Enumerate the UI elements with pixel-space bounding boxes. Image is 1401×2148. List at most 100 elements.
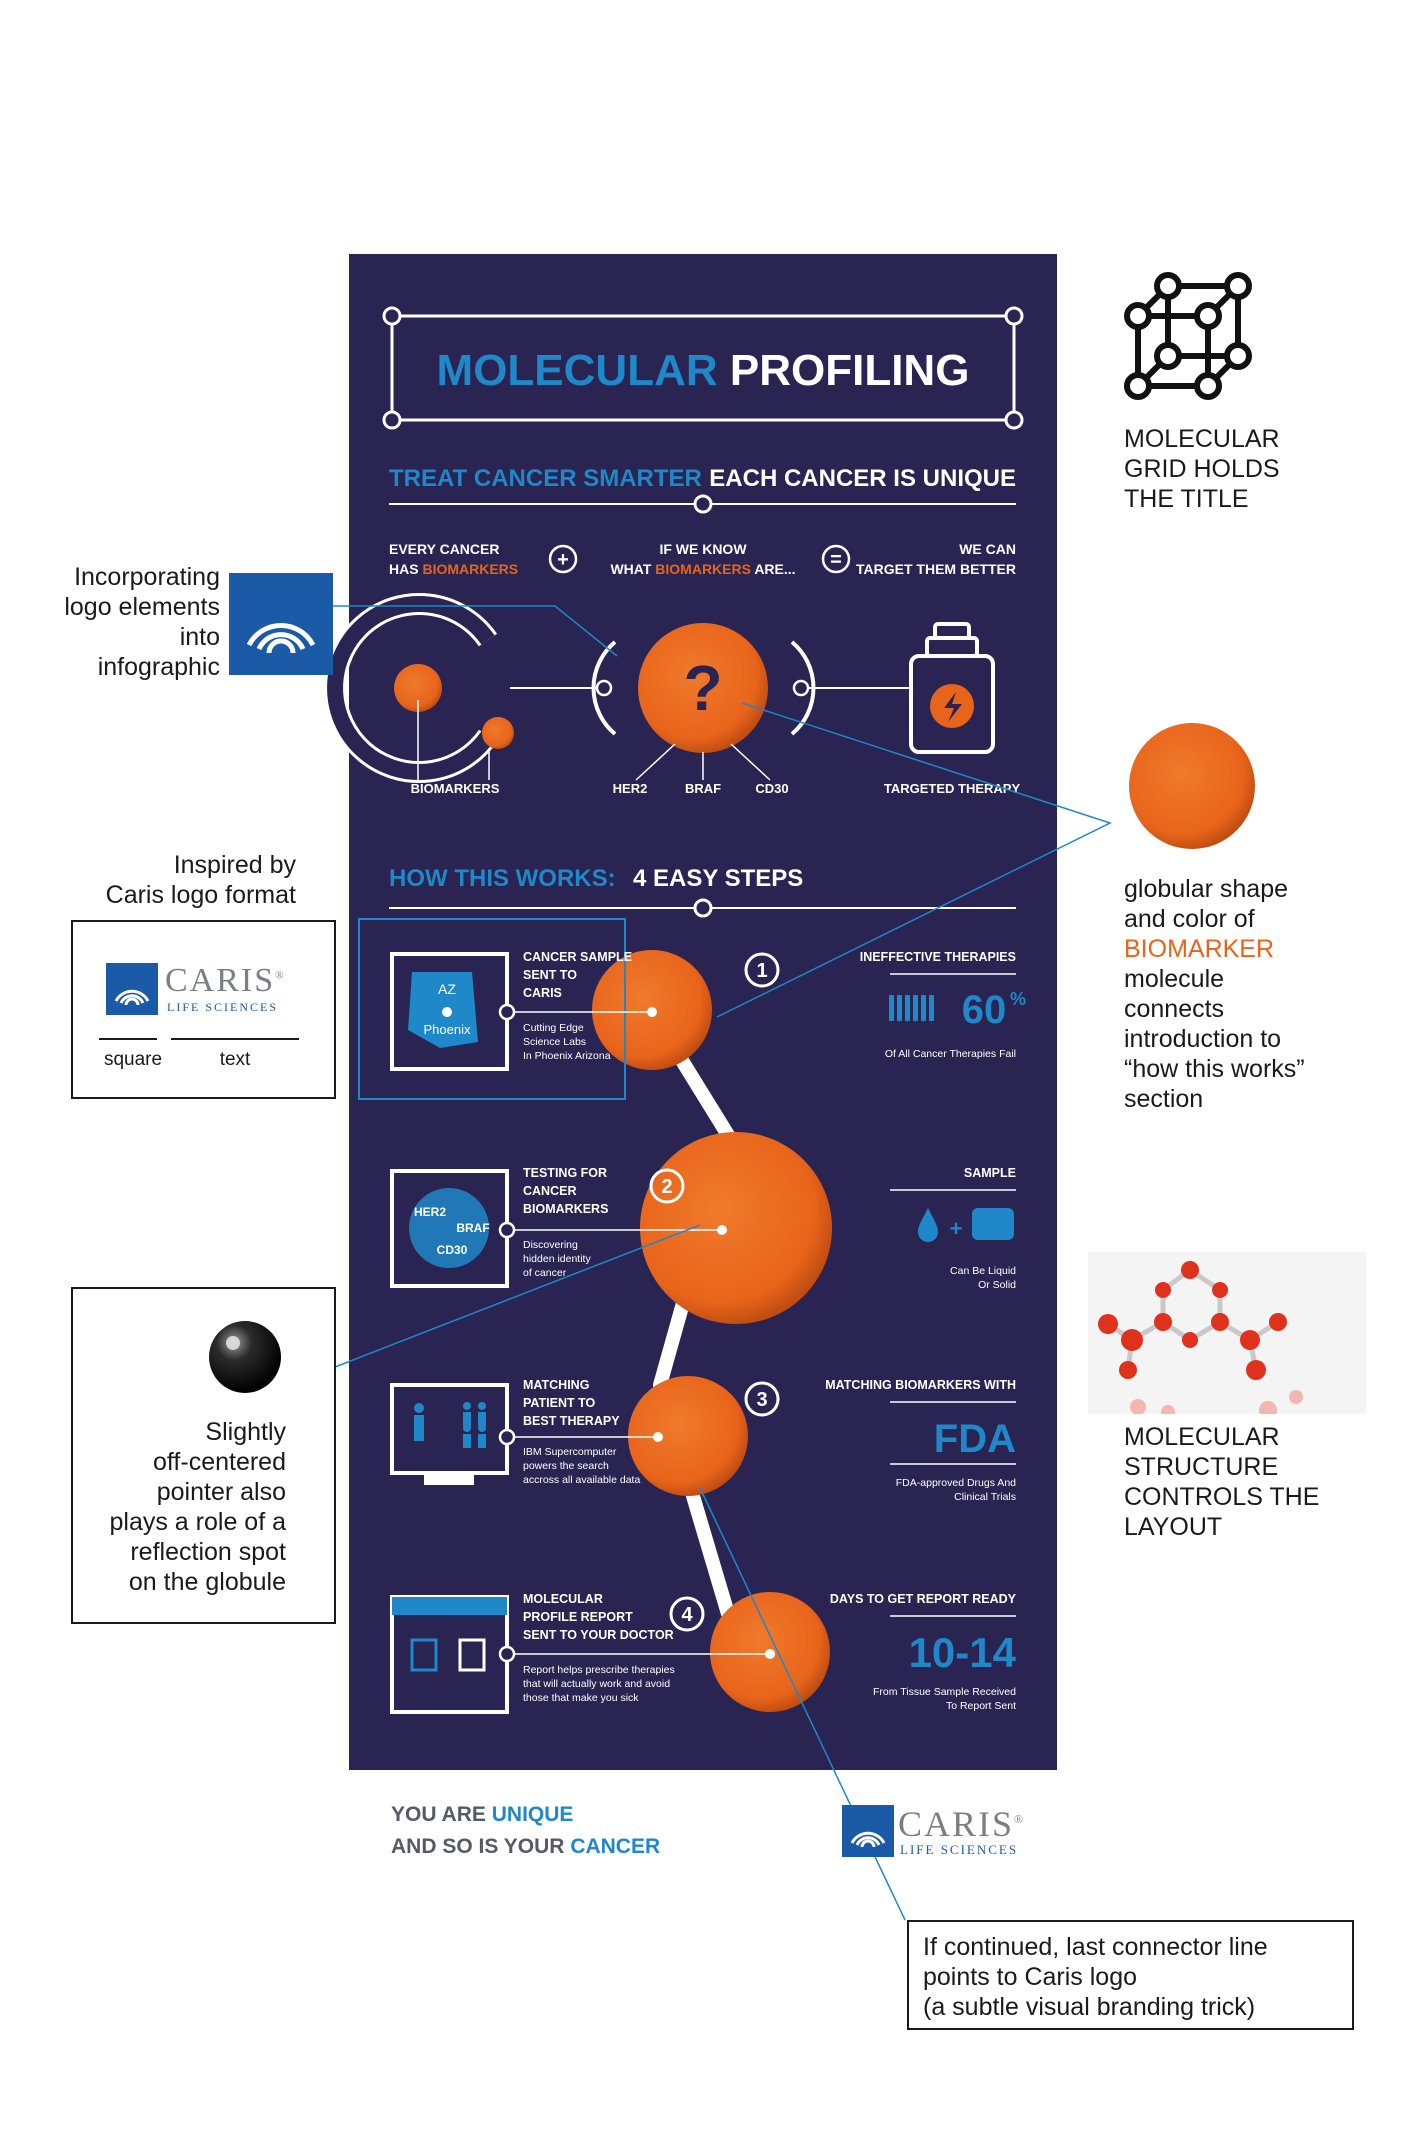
biomarkers-label: BIOMARKERS (411, 781, 500, 796)
svg-text:that will actually work and av: that will actually work and avoid (523, 1678, 670, 1690)
continued-note-box: If continued, last connector line points… (907, 1920, 1354, 2030)
svg-text:BIOMARKERS: BIOMARKERS (523, 1202, 608, 1216)
title-frame (382, 306, 1024, 430)
svg-text:hidden identity: hidden identity (523, 1253, 591, 1265)
plus-icon (548, 544, 578, 574)
note-inspired: Inspired by Caris logo format (105, 851, 296, 909)
subtitle-right: EACH CANCER IS UNIQUE (709, 465, 1016, 492)
square-label: square (103, 1049, 163, 1070)
question-mark: ? (683, 652, 722, 724)
svg-text:BEST THERAPY: BEST THERAPY (523, 1414, 620, 1428)
step1-highlight (358, 918, 626, 1100)
svg-text:From Tissue Sample Received: From Tissue Sample Received (873, 1686, 1016, 1698)
stat-fda: FDA (934, 1417, 1016, 1461)
eq-mid-2: WHAT BIOMARKERS ARE... (610, 561, 795, 577)
svg-text:2: 2 (661, 1176, 672, 1198)
caris-wordmark: CARIS® (898, 1804, 1026, 1844)
caris-sub: LIFE SCIENCES (900, 1842, 1019, 1857)
svg-text:CD30: CD30 (437, 1243, 468, 1257)
svg-text:+: + (950, 1216, 963, 1241)
svg-text:Phoenix: Phoenix (424, 1022, 471, 1037)
targeted-label: TARGETED THERAPY (884, 781, 1021, 796)
svg-text:Can Be Liquid: Can Be Liquid (950, 1265, 1016, 1277)
svg-text:Discovering: Discovering (523, 1239, 578, 1251)
svg-text:CARIS: CARIS (523, 986, 562, 1000)
eq-right-2: TARGET THEM BETTER (856, 561, 1016, 577)
note-grid: MOLECULAR GRID HOLDS THE TITLE (1124, 425, 1280, 513)
caris-wordmark: CARIS® (165, 962, 286, 999)
eq-left-1: EVERY CANCER (389, 541, 499, 557)
caris-logo-square (842, 1805, 894, 1857)
svg-text:MOLECULAR: MOLECULAR (523, 1592, 603, 1606)
chip-icon (409, 1188, 489, 1268)
svg-text:Or Solid: Or Solid (978, 1279, 1016, 1291)
stat-days: 10-14 (909, 1629, 1017, 1676)
svg-text:HER2: HER2 (613, 781, 648, 796)
svg-text:Report helps prescribe therapi: Report helps prescribe therapies (523, 1664, 675, 1676)
svg-text:SAMPLE: SAMPLE (964, 1166, 1016, 1180)
svg-text:CANCER SAMPLE: CANCER SAMPLE (523, 950, 632, 964)
svg-text:SENT TO: SENT TO (523, 968, 577, 982)
subtitle-left: TREAT CANCER SMARTER (389, 465, 702, 492)
droplet-icon (918, 1208, 938, 1242)
svg-text:MATCHING: MATCHING (523, 1378, 589, 1392)
svg-text:FDA-approved Drugs And: FDA-approved Drugs And (896, 1477, 1016, 1489)
patient-icons (414, 1402, 486, 1448)
caris-format-box: CARIS® LIFE SCIENCES square text (71, 920, 336, 1099)
svg-text:those that make you sick: those that make you sick (523, 1692, 639, 1704)
svg-text:TESTING FOR: TESTING FOR (523, 1166, 607, 1180)
eq-mid-1: IF WE KNOW (659, 541, 747, 557)
question-orb (638, 623, 768, 753)
svg-text:BRAF: BRAF (685, 781, 721, 796)
svg-text:powers the search: powers the search (523, 1460, 609, 1472)
text-label: text (219, 1049, 251, 1070)
note-structure: MOLECULAR STRUCTURE CONTROLS THE LAYOUT (1124, 1423, 1320, 1541)
svg-text:IBM Supercomputer: IBM Supercomputer (523, 1446, 617, 1458)
svg-text:BRAF: BRAF (456, 1221, 489, 1235)
svg-text:CANCER: CANCER (523, 1184, 576, 1198)
svg-text:Clinical Trials: Clinical Trials (954, 1491, 1016, 1503)
svg-text:PATIENT TO: PATIENT TO (523, 1396, 596, 1410)
svg-text:+: + (557, 549, 569, 571)
stat-60: 60 (962, 988, 1007, 1032)
how-right: 4 EASY STEPS (633, 865, 803, 892)
note-globular: globular shape and color of BIOMARKER mo… (1124, 875, 1305, 1113)
svg-text:of cancer: of cancer (523, 1267, 567, 1279)
subtitle-node (693, 494, 713, 514)
caris-arcs-icon (114, 989, 150, 1006)
svg-text:Cutting Edge: Cutting Edge (523, 1022, 584, 1034)
pointer-note-box: Slightly off-centered pointer also plays… (71, 1287, 336, 1624)
how-left: HOW THIS WORKS: (389, 865, 616, 892)
equals-icon (821, 544, 851, 574)
svg-text:%: % (1010, 989, 1026, 1009)
step2-orb (640, 1132, 832, 1324)
svg-text:3: 3 (756, 1389, 767, 1411)
svg-text:In Phoenix Arizona: In Phoenix Arizona (523, 1050, 611, 1062)
people-icon (889, 995, 934, 1021)
page-title: MOLECULAR PROFILING (437, 346, 970, 395)
step3-orb (628, 1376, 748, 1496)
svg-text:AZ: AZ (438, 981, 456, 997)
footer-line-2: AND SO IS YOUR CANCER (391, 1835, 661, 1858)
black-sphere-icon (209, 1321, 281, 1393)
svg-text:To Report Sent: To Report Sent (946, 1700, 1016, 1712)
svg-text:CD30: CD30 (755, 781, 788, 796)
svg-text:DAYS TO GET REPORT READY: DAYS TO GET REPORT READY (830, 1592, 1017, 1606)
solid-sample-icon (972, 1208, 1014, 1240)
molecule-structure-image (1088, 1252, 1366, 1419)
svg-text:=: = (830, 549, 842, 571)
caris-arcs-icon (850, 1831, 886, 1848)
svg-text:INEFFECTIVE THERAPIES: INEFFECTIVE THERAPIES (860, 950, 1016, 964)
svg-text:HER2: HER2 (414, 1205, 446, 1219)
svg-text:1: 1 (756, 960, 767, 982)
svg-text:MATCHING BIOMARKERS WITH: MATCHING BIOMARKERS WITH (825, 1378, 1016, 1392)
molecular-grid-icon (1124, 272, 1252, 400)
svg-text:accross all available data: accross all available data (523, 1474, 640, 1486)
eq-right-1: WE CAN (959, 541, 1016, 557)
eq-left-2: HAS BIOMARKERS (389, 561, 518, 577)
therapy-bottle-icon (909, 622, 995, 754)
svg-text:Science Labs: Science Labs (523, 1036, 586, 1048)
svg-text:Of All Cancer Therapies Fail: Of All Cancer Therapies Fail (885, 1048, 1016, 1060)
caris-arcs-icon (246, 622, 316, 654)
